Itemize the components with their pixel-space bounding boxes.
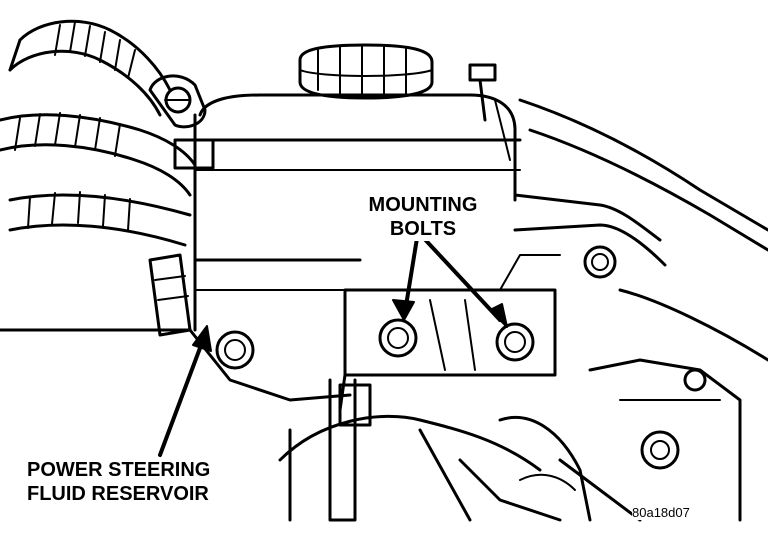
arrow-to-right-bolt <box>416 230 508 328</box>
engine-lower-block <box>0 328 742 522</box>
power-steering-reservoir <box>148 43 522 337</box>
mounting-bolts-label-line2: BOLTS <box>389 218 457 240</box>
bolt-right-upper <box>583 245 617 279</box>
reservoir-label-line1: POWER STEERING <box>27 459 211 481</box>
reservoir-label-line2: FLUID RESERVOIR <box>27 483 209 505</box>
bolt-lower-left <box>215 330 255 370</box>
mounting-bolt-right <box>495 322 535 362</box>
upper-right-stud <box>468 63 511 161</box>
mounting-bolt-left <box>378 318 418 358</box>
mounting-bolts-label: MOUNTING BOLTS <box>345 193 501 241</box>
arrow-to-left-bolt <box>392 230 420 321</box>
wiring-harness-left <box>0 19 197 247</box>
electrical-connector <box>148 74 207 129</box>
hose-right <box>513 98 768 362</box>
reservoir-label: POWER STEERING FLUID RESERVOIR <box>24 458 250 506</box>
mounting-bolts-label-line1: MOUNTING <box>368 194 478 216</box>
arrow-to-reservoir <box>158 325 212 457</box>
figure-code: 80a18d07 <box>632 505 690 520</box>
mounting-bracket <box>338 254 561 412</box>
bolt-right-lower <box>640 430 680 470</box>
